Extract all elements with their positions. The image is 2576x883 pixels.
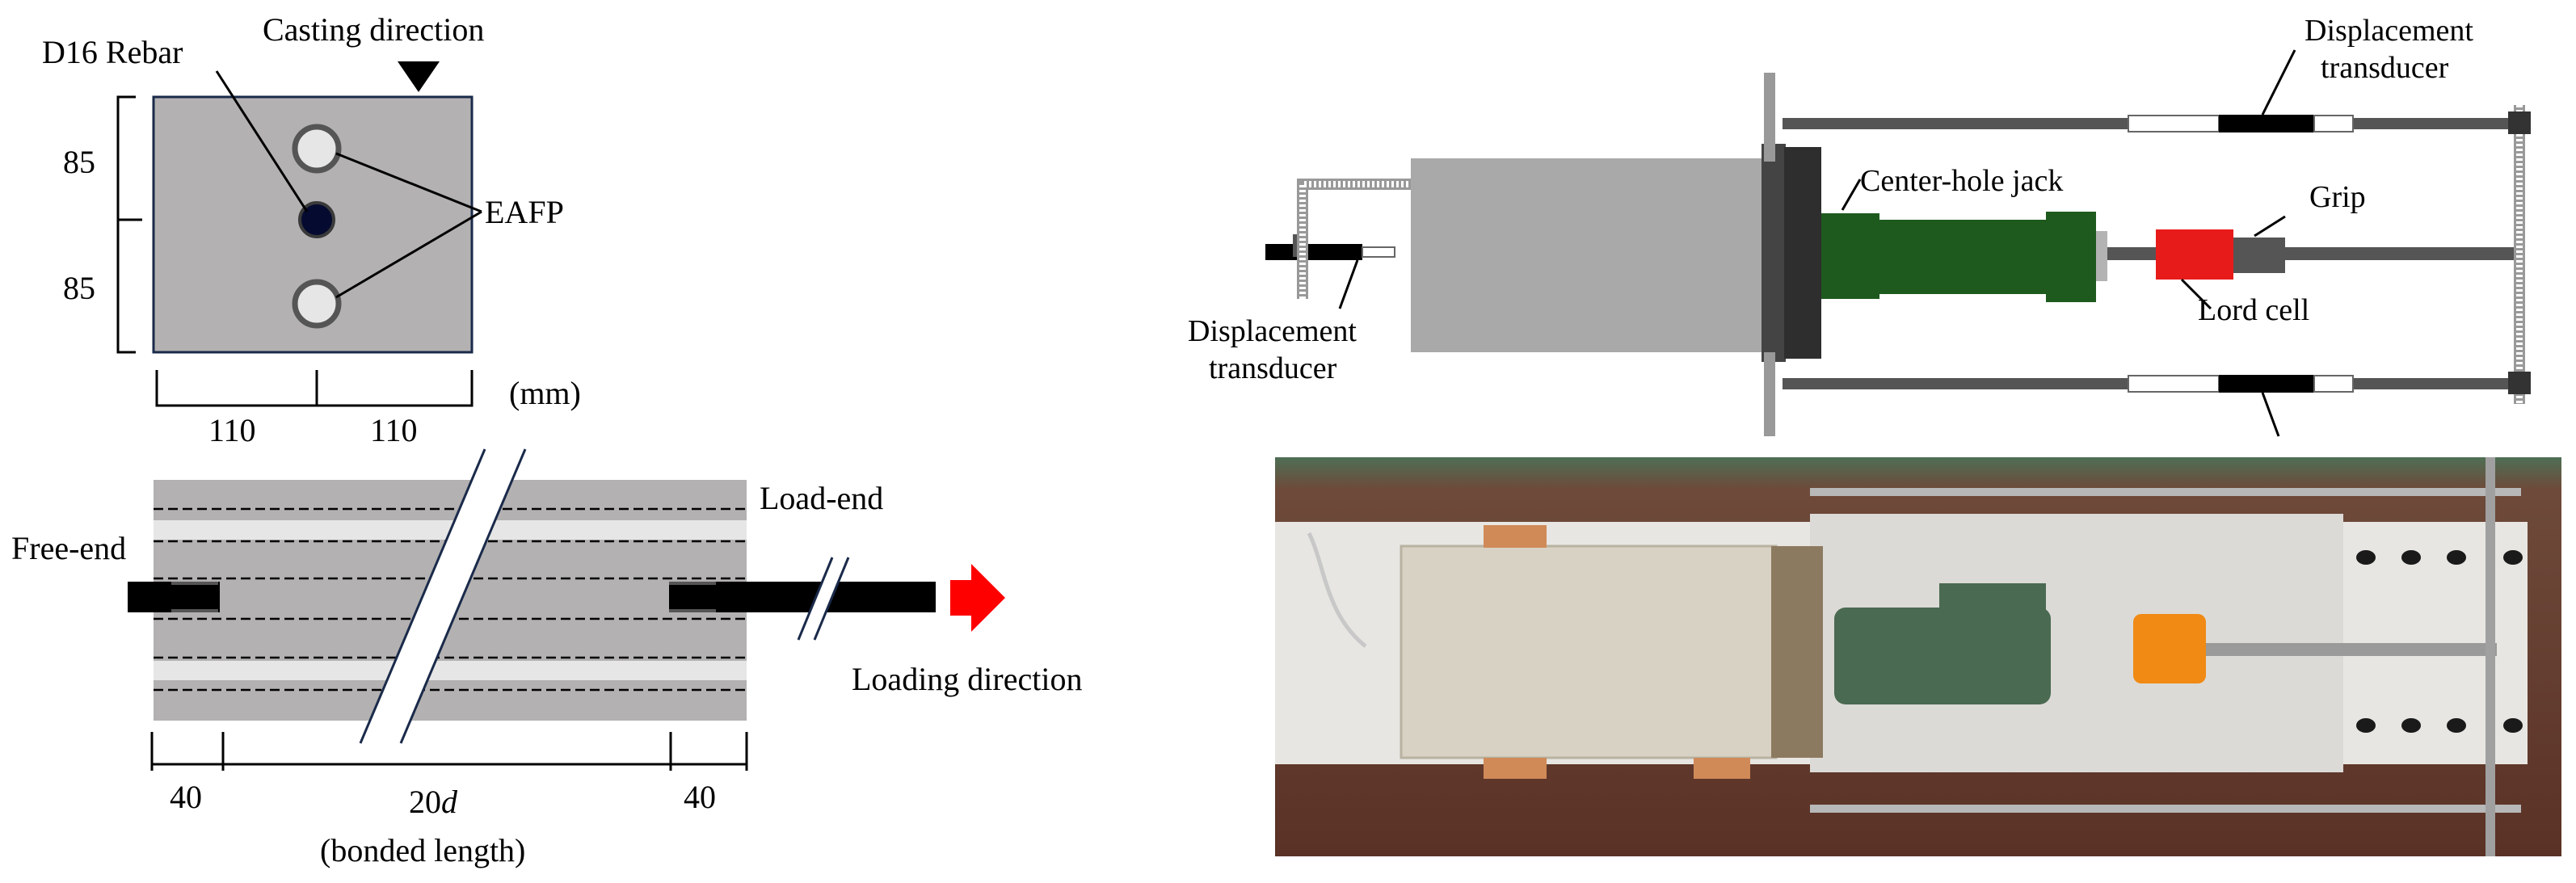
- specimen-break: [360, 449, 525, 743]
- setup-photo: [1275, 457, 2561, 856]
- left-transducer-leader: [1338, 259, 1359, 309]
- dim-110-right: 110: [370, 412, 418, 448]
- photo-concrete-block: [1400, 545, 1778, 759]
- longitudinal-dim-bracket: [150, 732, 748, 771]
- load-cell-leader: [2180, 278, 2212, 310]
- left-rod: [1362, 246, 1395, 258]
- photo-cable: [1307, 532, 1367, 648]
- casting-direction-label: Casting direction: [263, 11, 484, 48]
- dim-110-left: 110: [208, 412, 256, 448]
- load-cell-label: Lord cell: [2198, 293, 2309, 327]
- photo-load-cell: [2133, 614, 2206, 683]
- reaction-plate: [1762, 144, 1786, 362]
- rebar-break-line-1: [797, 557, 834, 641]
- bottom-transducer-tail: [2313, 375, 2354, 393]
- rebar-break: [798, 557, 848, 640]
- photo-wood-block-2: [1484, 758, 1547, 779]
- photo-jack: [1834, 608, 2051, 704]
- load-cell: [2156, 229, 2233, 280]
- photo-wood-block-1: [1484, 525, 1547, 548]
- photo-holes: [2356, 550, 2523, 733]
- top-transducer-label-2: transducer: [2321, 51, 2449, 85]
- dim-85-bottom: 85: [63, 270, 95, 306]
- photo-right-bar: [2486, 457, 2495, 856]
- rebar-free-end: [128, 582, 220, 612]
- break-line-1: [359, 448, 486, 744]
- break-line-2: [399, 448, 527, 744]
- left-bar: [1265, 244, 1362, 260]
- photo-frame-rod-bottom: [1810, 805, 2521, 813]
- free-end-label: Free-end: [11, 530, 126, 566]
- bottom-transducer-white: [2128, 375, 2220, 393]
- bottom-transducer-black: [2219, 375, 2314, 393]
- top-transducer-leader: [2261, 49, 2296, 116]
- right-frame-top-cap: [2508, 111, 2531, 134]
- grip-label: Grip: [2309, 180, 2366, 214]
- casting-direction-arrow: [398, 61, 440, 92]
- left-transducer-label-1: Displacement: [1188, 314, 1357, 348]
- top-transducer-label-1: Displacement: [2305, 14, 2473, 48]
- reaction-plate-2: [1784, 147, 1821, 359]
- loading-direction-label: Loading direction: [852, 661, 1082, 697]
- unit-label: (mm): [509, 375, 581, 411]
- load-end-label: Load-end: [760, 480, 883, 516]
- photo-frame-rod-top: [1810, 488, 2521, 496]
- left-transducer-label-2: transducer: [1209, 351, 1337, 385]
- bonded-length-label: (bonded length): [320, 832, 525, 868]
- top-transducer-tail: [2313, 115, 2354, 132]
- dim-20d: 20d: [409, 784, 458, 820]
- eafp-bottom: [292, 279, 342, 329]
- debond-sleeve-right: [669, 582, 716, 612]
- rebar-load-end: [669, 582, 936, 612]
- longitudinal-section: Free-end Load-end Loading direction 40 2…: [11, 448, 1082, 868]
- grip: [2233, 238, 2285, 273]
- loading-direction-arrow: [950, 564, 1005, 632]
- eafp-top: [292, 124, 342, 174]
- rebar-leader: [215, 70, 309, 212]
- eafp-leader-top: [335, 152, 482, 213]
- right-frame-bottom-cap: [2508, 372, 2531, 394]
- photo-wood-block-3: [1694, 758, 1750, 779]
- setup-concrete-block: [1411, 158, 1763, 352]
- top-transducer-white: [2128, 115, 2220, 132]
- jack-flange-right: [2046, 212, 2096, 302]
- rebar-label: D16 Rebar: [42, 34, 183, 70]
- jack-flange-left: [1821, 213, 1879, 299]
- dim-40-left: 40: [170, 779, 202, 815]
- debond-sleeve-left: [171, 582, 218, 612]
- jack-body: [1878, 220, 2048, 294]
- cross-section: Casting direction D16 Rebar EAFP 85 85 1…: [42, 11, 581, 448]
- jack-leader: [1841, 179, 1862, 211]
- eafp-leader-bottom: [335, 210, 482, 299]
- specimen-stripe-2: [154, 661, 747, 680]
- top-transducer-black: [2219, 115, 2314, 132]
- dim-40-right: 40: [684, 779, 716, 815]
- dim-85-top: 85: [63, 144, 95, 180]
- jack-end: [2096, 231, 2107, 281]
- photo-threaded-rod: [2206, 643, 2497, 656]
- photo-jack-top: [1939, 583, 2046, 616]
- horizontal-dim-bracket: [155, 370, 474, 407]
- center-hole-jack-label: Center-hole jack: [1860, 164, 2063, 198]
- bottom-transducer-leader: [2261, 392, 2280, 437]
- eafp-label: EAFP: [485, 194, 564, 230]
- rebar-break-line-2: [813, 557, 850, 641]
- photo-steel-plate: [1771, 546, 1823, 758]
- setup-schematic: Center-hole jack Grip Lord cell Displace…: [1188, 14, 2531, 437]
- vertical-dim-bracket: [116, 95, 142, 354]
- grip-leader: [2254, 215, 2286, 238]
- rebar-circle: [298, 201, 335, 238]
- left-bracket: [1297, 179, 1411, 299]
- left-bracket-inner: [1299, 181, 1411, 299]
